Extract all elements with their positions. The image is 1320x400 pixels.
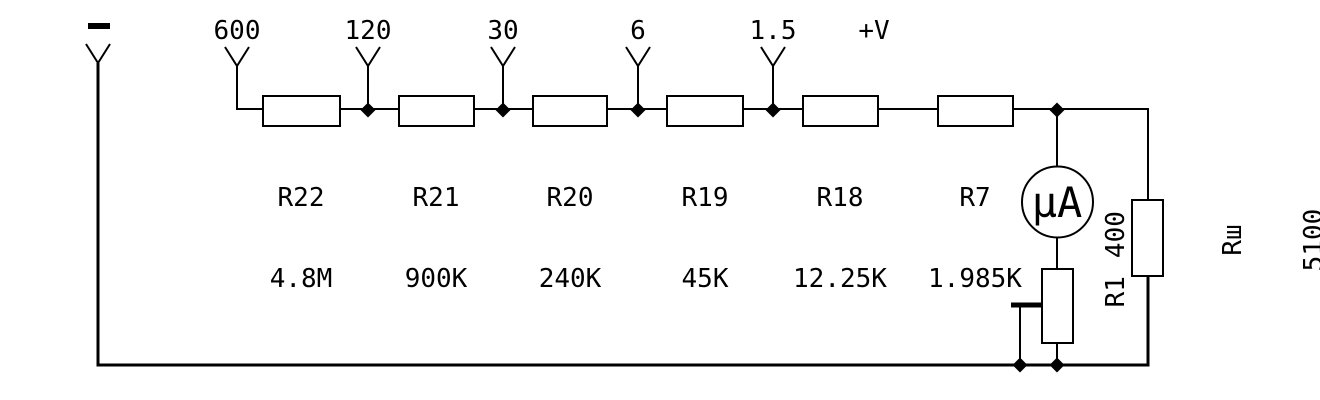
resistor-body-R21 [398,95,475,127]
rheostat-label: R1 400 [1076,211,1131,370]
junction-dot [1012,357,1028,373]
terminal-label-6: 6 [630,16,646,46]
resistor-name: R22 [277,183,325,213]
resistor-name: R20 [546,183,594,213]
wire-negative-rail [96,63,1150,367]
rheostat-value: 400 [1101,211,1131,259]
terminal-symbol-6-icon [625,46,651,68]
shunt-value: 5100 [1299,208,1320,272]
junction-dot [1049,357,1065,373]
terminal-symbol-1-5-icon [760,46,786,68]
resistor-body-Rsh [1131,199,1164,277]
shunt-label: Rш 5100 [1166,190,1320,290]
junction-dot [630,102,646,118]
resistor-value: 12.25K [793,264,887,294]
resistor-label-R21: R21 900K [361,131,511,347]
resistor-label-R19: R19 45K [630,131,780,347]
resistor-label-R7: R7 1.985K [900,131,1050,347]
terminal-symbol-negative-icon [85,43,111,65]
terminal-label-30: 30 [487,16,519,46]
supply-label: +V [858,16,890,46]
resistor-label-R20: R20 240K [495,131,645,347]
resistor-value: 1.985K [928,264,1022,294]
junction-dot [495,102,511,118]
resistor-label-R22: R22 4.8M [226,131,376,347]
resistor-value: 240K [538,264,602,294]
resistor-body-R20 [532,95,608,127]
terminal-label-1-5: 1.5 [749,16,797,46]
resistor-name: R7 [959,183,991,213]
terminal-label-120: 120 [344,16,392,46]
resistor-value: 4.8M [269,264,333,294]
resistor-body-R7 [937,95,1014,127]
terminal-label-600: 600 [213,16,261,46]
negative-terminal-label [88,23,110,29]
terminal-symbol-120-icon [355,46,381,68]
resistor-label-R18: R18 12.25K [765,131,915,347]
resistor-body-R1 [1041,268,1074,344]
terminal-symbol-600-icon [224,46,250,68]
junction-dot [360,102,376,118]
resistor-value: 900K [404,264,468,294]
microammeter-label: µA [1031,178,1083,227]
rheostat-name: R1 [1101,276,1131,308]
resistor-body-R19 [666,95,744,127]
microammeter-circle [1021,165,1094,239]
shunt-name: Rш [1218,224,1248,256]
resistor-body-R18 [802,95,879,127]
resistor-value: 45K [681,264,729,294]
resistor-name: R21 [412,183,460,213]
junction-dot [765,102,781,118]
terminal-symbol-30-icon [490,46,516,68]
junction-dot [1049,102,1065,118]
resistor-body-R22 [262,95,341,127]
resistor-name: R19 [681,183,729,213]
resistor-name: R18 [816,183,864,213]
